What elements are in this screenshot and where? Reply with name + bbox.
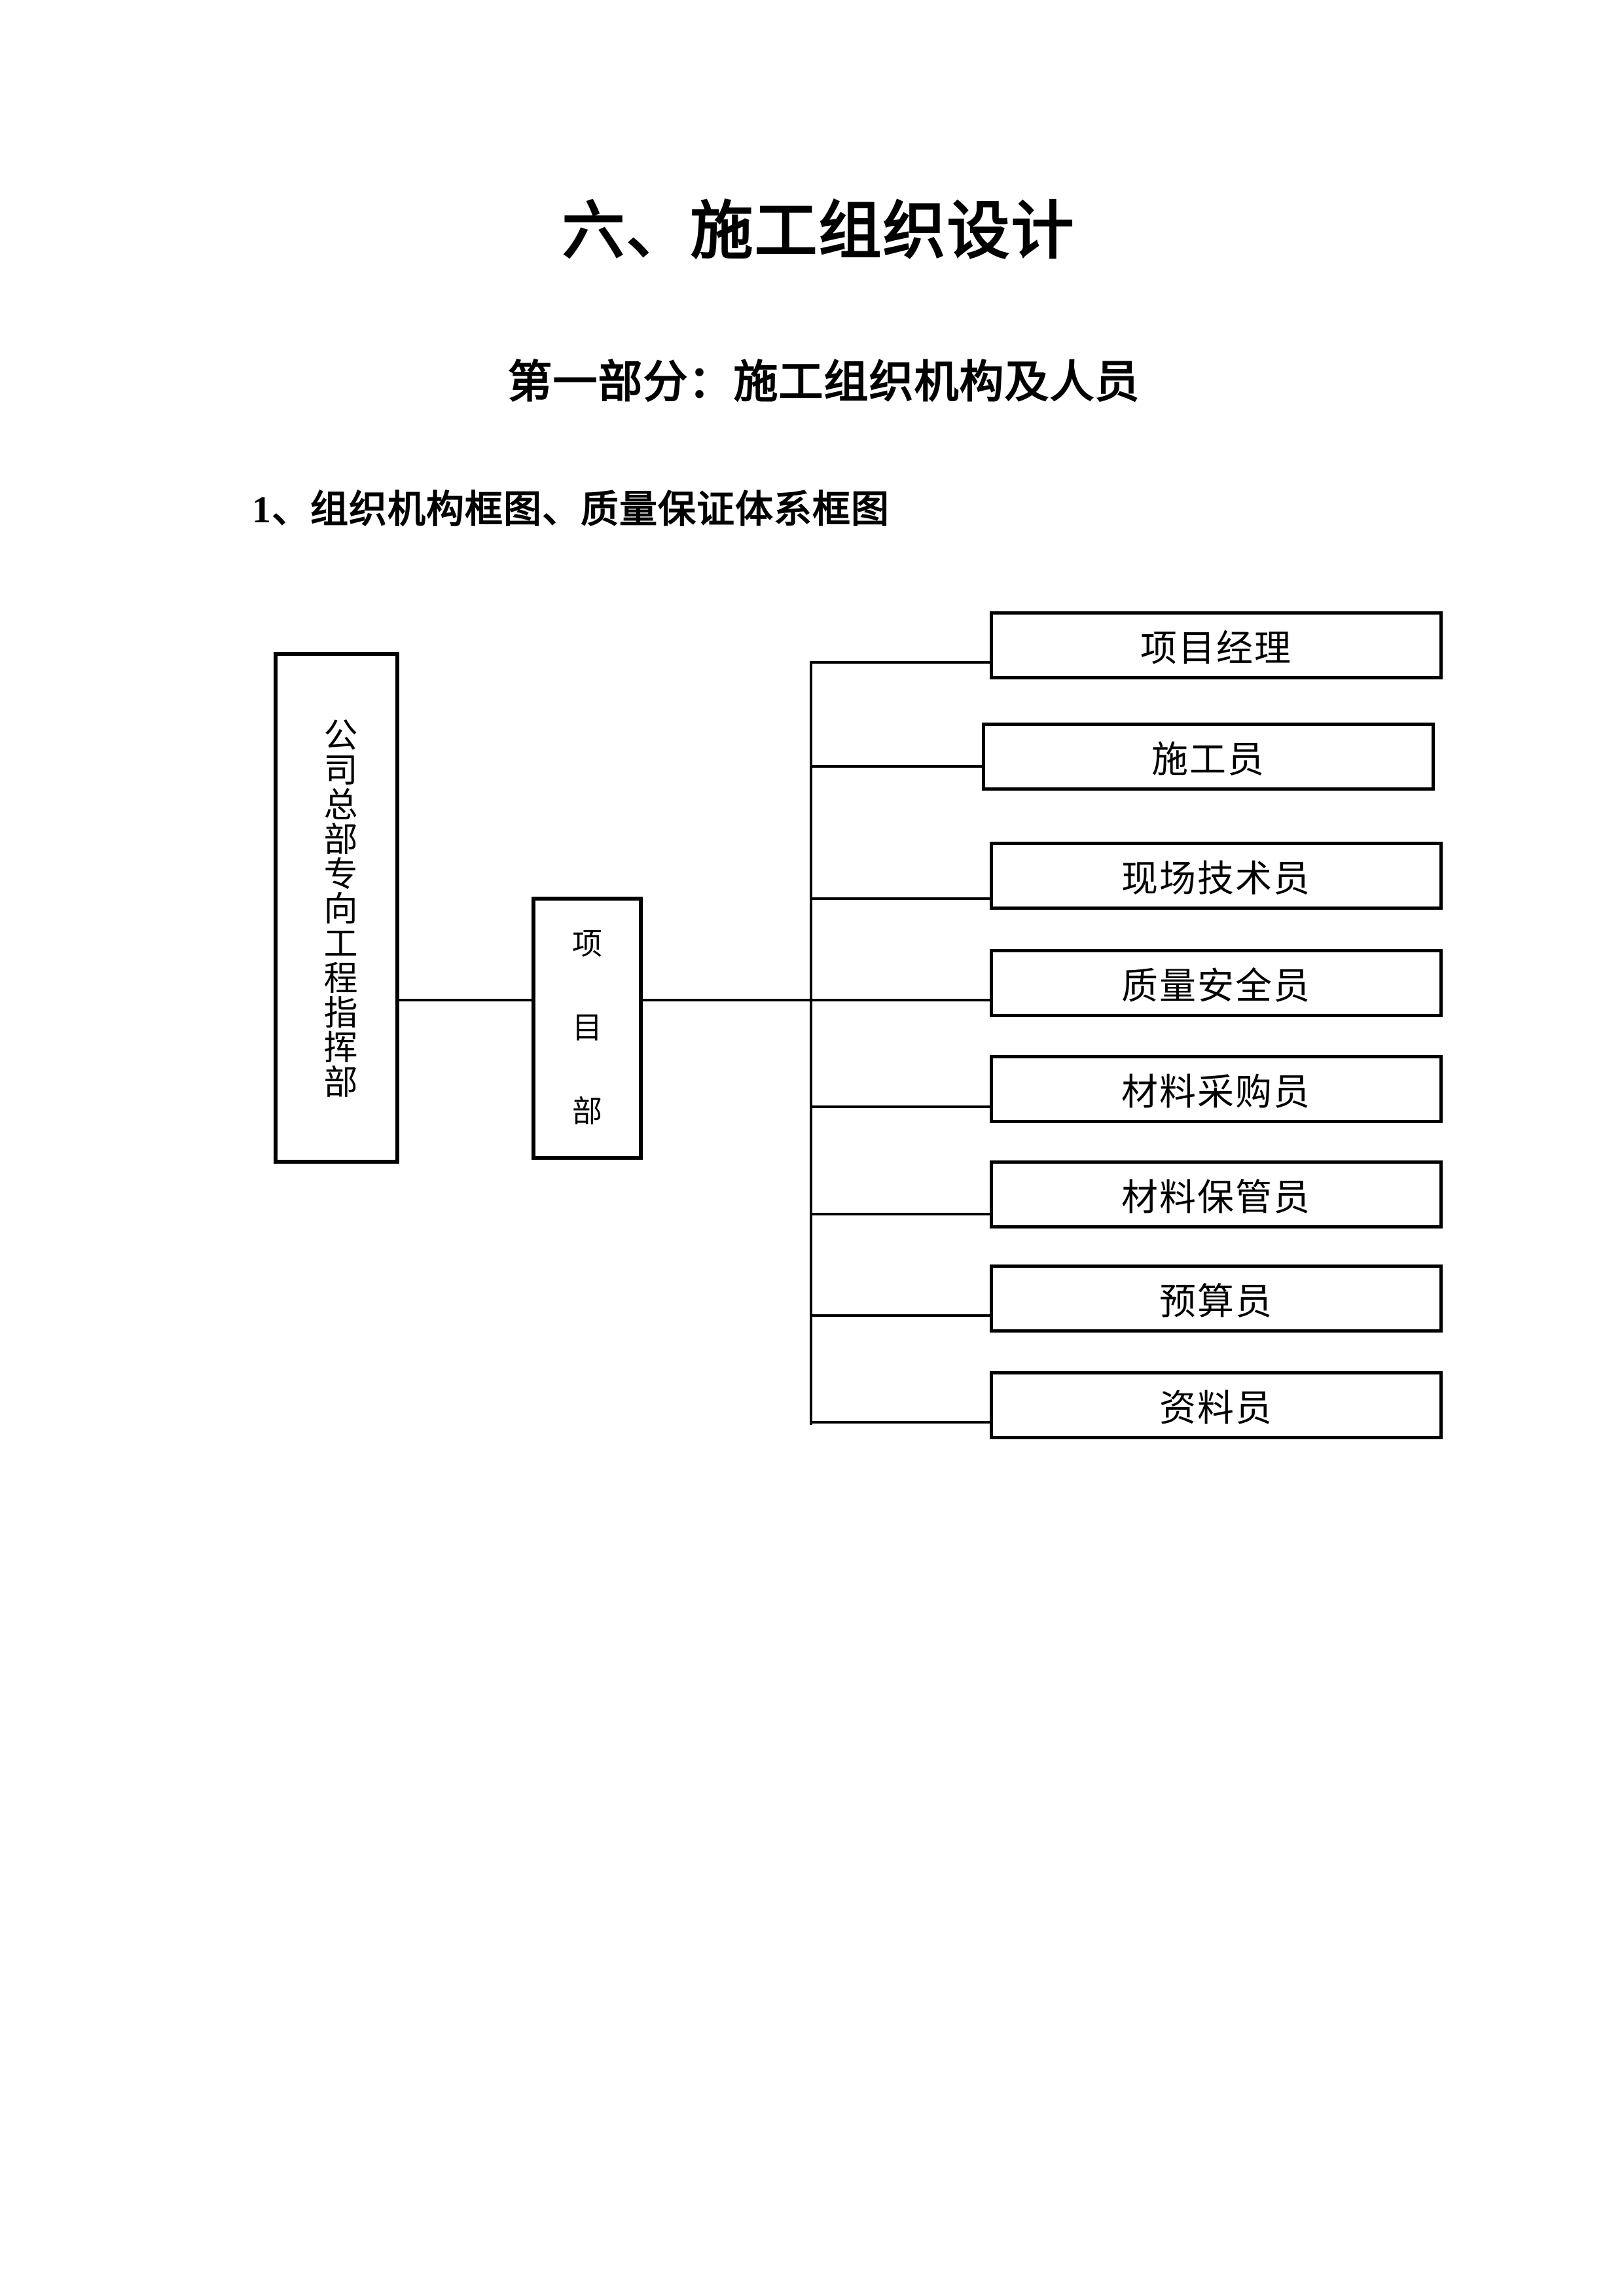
org-node-material-purchaser: 材料采购员 [990, 1055, 1443, 1123]
org-node-project-department: 项 目 部 [532, 897, 643, 1160]
connector-branch-3 [810, 897, 991, 900]
org-node-headquarters: 公司总部专向工程指挥部 [274, 652, 399, 1164]
connector-branch-8 [810, 1421, 991, 1424]
org-node-project-department-char: 目 [572, 1011, 602, 1045]
org-node-project-department-char: 项 [572, 927, 602, 961]
connector-branch-1 [810, 661, 991, 664]
connector-branch-2 [810, 765, 991, 768]
org-node-project-manager: 项目经理 [990, 611, 1443, 679]
org-node-construction-worker: 施工员 [982, 723, 1435, 791]
connector-root-to-middle [399, 999, 532, 1001]
connector-branch-5 [810, 1105, 991, 1108]
org-node-budget-officer: 预算员 [990, 1265, 1443, 1333]
org-node-document-clerk: 资料员 [990, 1371, 1443, 1439]
org-chart-spine [810, 661, 812, 1425]
org-node-quality-safety-officer: 质量安全员 [990, 949, 1443, 1017]
org-node-material-custodian: 材料保管员 [990, 1160, 1443, 1229]
org-node-site-technician: 现场技术员 [990, 842, 1443, 910]
section-heading: 1、组织机构框图、质量保证体系框图 [252, 488, 890, 531]
org-node-project-department-char: 部 [572, 1095, 602, 1128]
org-node-headquarters-label: 公司总部专向工程指挥部 [318, 717, 355, 1099]
page-title: 六、施工组织设计 [562, 196, 1075, 266]
page-subtitle: 第一部分：施工组织机构及人员 [507, 357, 1140, 407]
connector-middle-to-spine [643, 999, 994, 1001]
connector-branch-6 [810, 1213, 991, 1215]
connector-branch-7 [810, 1314, 991, 1317]
